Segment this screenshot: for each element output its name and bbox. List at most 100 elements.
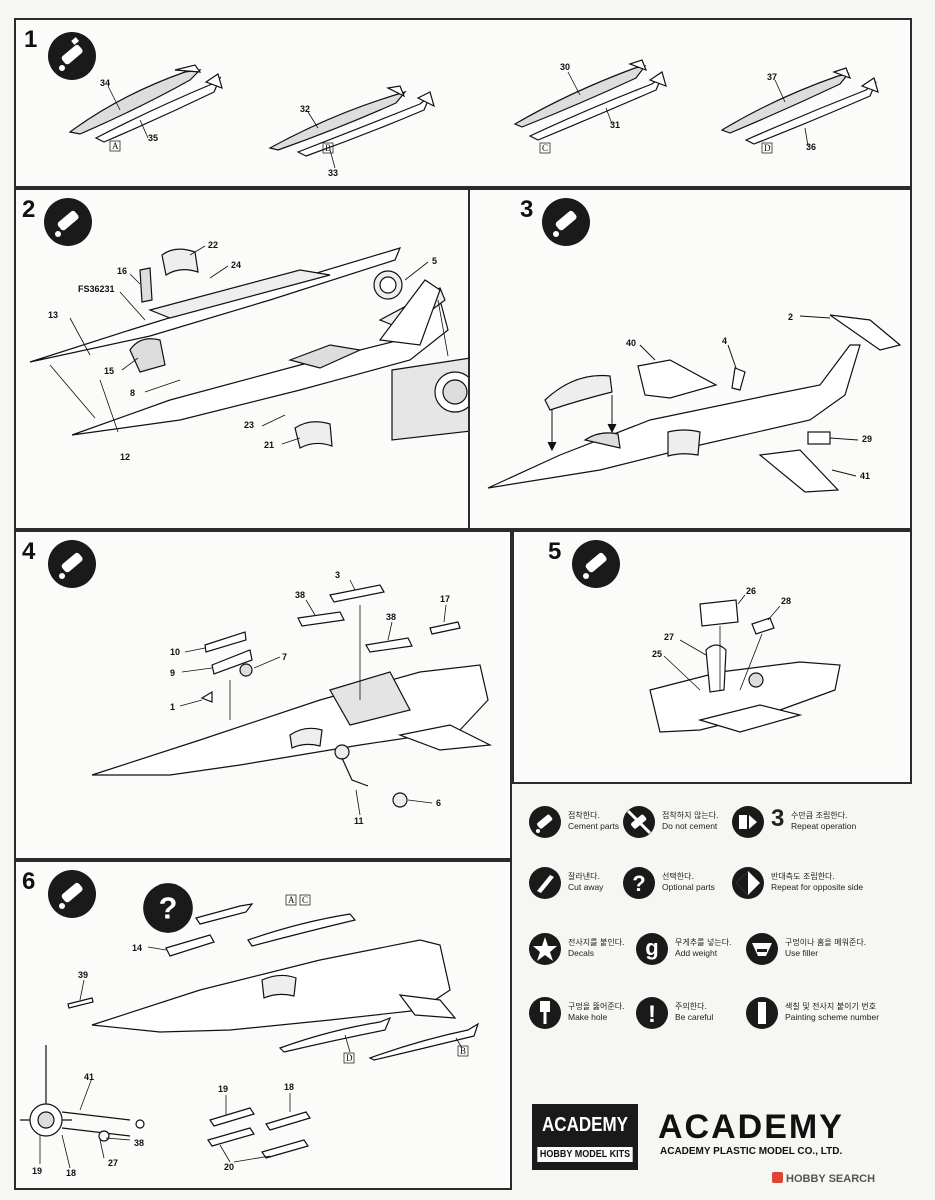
legend-use-filler: 구멍이나 홈을 메워준다. Use filler — [745, 932, 875, 972]
legend-add-weight: g 무게추를 넣는다. Add weight — [635, 932, 765, 972]
brand-box-subtitle: HOBBY MODEL KITS — [537, 1147, 633, 1162]
legend-en-text: Repeat for opposite side — [771, 882, 864, 892]
legend-en-text: Cement parts — [568, 821, 620, 831]
legend-en-text: Repeat operation — [791, 821, 857, 831]
sidewinder-set-3 — [265, 1111, 311, 1131]
part-label-17: 17 — [440, 594, 450, 604]
missile-rail-14 — [165, 934, 215, 957]
part-label-24: 24 — [231, 260, 241, 270]
part-label-31: 31 — [610, 120, 620, 130]
svg-text:!: ! — [648, 1001, 656, 1028]
part-label-16: 16 — [117, 266, 127, 276]
part-9 — [211, 649, 253, 675]
option-label-d: D — [346, 1053, 353, 1063]
part-label-10: 10 — [170, 647, 180, 657]
part-label-35: 35 — [148, 133, 158, 143]
legend-en-text: Add weight — [675, 948, 718, 958]
wing-41 — [758, 449, 840, 493]
knife-icon — [529, 867, 561, 899]
option-label-b: B — [460, 1046, 466, 1056]
legend-en-text: Be careful — [675, 1012, 714, 1022]
step-1-panel — [14, 18, 912, 188]
repeat-count: 3 — [771, 805, 785, 832]
part-label-18: 18 — [284, 1082, 294, 1092]
option-label-a: A — [288, 895, 295, 905]
sidewinder-set-1 — [209, 1107, 255, 1127]
part-label-18-front: 18 — [66, 1168, 76, 1178]
brand-box-title: ACADEMY — [542, 1114, 628, 1136]
intake-22 — [161, 248, 199, 276]
sidewinder-set-2 — [207, 1127, 255, 1147]
gear-door-26 — [699, 599, 739, 627]
legend-make-hole: 구멍을 뚫어준다. Make hole — [528, 996, 658, 1036]
part-label-33: 33 — [328, 168, 338, 178]
part-label-3: 3 — [335, 570, 340, 580]
legend-kr-text: 무게추를 넣는다. — [675, 938, 732, 947]
fuselage-section — [649, 661, 841, 733]
legend-repeat-operation: 3 수만큼 조립한다. Repeat operation — [731, 805, 861, 845]
drop-tank-b — [268, 85, 435, 157]
legend-decals: 전사지를 붙인다. Decals — [528, 932, 658, 972]
legend-kr-text: 잘라낸다. — [568, 872, 600, 881]
part-label-38-right: 38 — [386, 612, 396, 622]
cement-step-icon — [48, 32, 96, 80]
part-label-40: 40 — [626, 338, 636, 348]
part-label-4: 4 — [722, 336, 727, 346]
sidewinder — [195, 903, 254, 925]
cement-step-icon — [48, 540, 96, 588]
brand-logo: ACADEMY — [658, 1108, 844, 1146]
legend-be-careful: ! 주의한다. Be careful — [635, 996, 765, 1036]
legend-en-text: Make hole — [568, 1012, 608, 1022]
part-label-1: 1 — [170, 702, 175, 712]
exclamation-icon: ! — [636, 997, 668, 1029]
legend-kr-text: 접착한다. — [568, 811, 600, 820]
legend-kr-text: 색칠 및 전사지 붙이기 번호 — [785, 1002, 877, 1011]
star-icon — [529, 933, 561, 965]
part-label-23: 23 — [244, 420, 254, 430]
option-label-d: D — [764, 143, 771, 153]
legend-en-text: Optional parts — [662, 882, 715, 892]
part-label-9: 9 — [170, 668, 175, 678]
part-label-19: 19 — [218, 1084, 228, 1094]
part-label-27: 27 — [108, 1158, 118, 1168]
drop-tank-c — [513, 59, 667, 141]
legend-kr-text: 접착하지 않는다. — [662, 811, 719, 820]
part-label-26: 26 — [746, 586, 756, 596]
legend-painting-scheme: 색칠 및 전사지 붙이기 번호 Painting scheme number — [745, 996, 879, 1036]
underwing-tank-d — [278, 1016, 392, 1053]
legend-kr-text: 주의한다. — [675, 1002, 707, 1011]
part-label-14: 14 — [132, 943, 142, 953]
part-10 — [204, 631, 247, 653]
option-label-a: A — [112, 141, 119, 151]
gear-leg-28 — [751, 617, 775, 635]
legend-cut-away: 잘라낸다. Cut away — [528, 866, 658, 906]
legend-en-text: Use filler — [785, 948, 819, 958]
question-mark-icon: ? — [623, 867, 655, 899]
legend-en-text: Cut away — [568, 882, 604, 892]
part-label-13: 13 — [48, 310, 58, 320]
part-label-38-left: 38 — [295, 590, 305, 600]
part-label-27: 27 — [664, 632, 674, 642]
canopy — [544, 374, 613, 411]
part-label-41: 41 — [860, 471, 870, 481]
part-label-20: 20 — [224, 1162, 234, 1172]
step-2-panel — [14, 188, 512, 530]
step-1-number: 1 — [24, 26, 38, 53]
part-label-21: 21 — [264, 440, 274, 450]
legend-cement: 접착한다. Cement parts — [528, 805, 658, 845]
fuselage-right-half — [71, 298, 449, 436]
part-label-37: 37 — [767, 72, 777, 82]
legend-kr-text: 구멍이나 홈을 메워준다. — [785, 938, 867, 947]
company-name: ACADEMY PLASTIC MODEL CO., LTD. — [660, 1146, 843, 1157]
part-1 — [200, 690, 213, 703]
no-cement-icon — [623, 806, 655, 838]
part-17 — [429, 621, 461, 635]
watermark-text: HOBBY SEARCH — [786, 1173, 876, 1185]
part-label-30: 30 — [560, 62, 570, 72]
part-label-32: 32 — [300, 104, 310, 114]
wingtip-tank-top — [247, 913, 357, 947]
intake-21 — [294, 421, 333, 449]
